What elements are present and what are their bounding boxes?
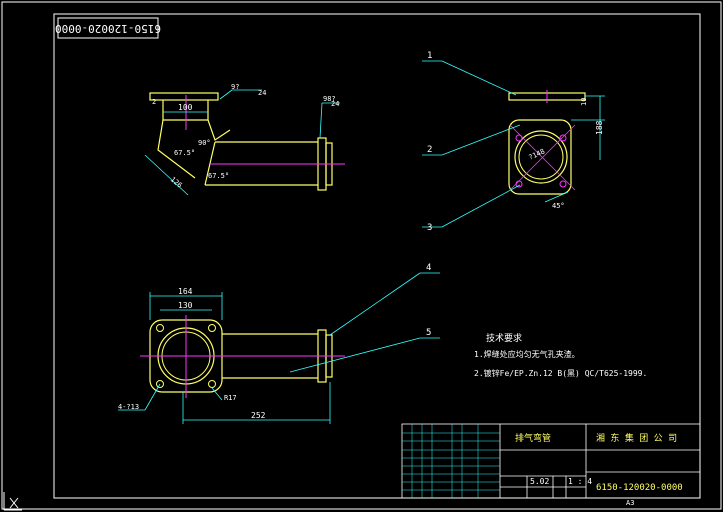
weight-value: 5.02 [530, 477, 549, 486]
dim-24b: 24 [331, 100, 339, 108]
dim-148: ?148 [527, 147, 546, 161]
view-flange: 10 188 ?148 45° [508, 90, 605, 210]
dim-24a: 24 [258, 89, 266, 97]
dim-9: 9? [231, 83, 239, 91]
tech-req-1: 1.焊缝处应均匀无气孔夹渣。 [474, 349, 580, 359]
dim-98: 98? [323, 95, 336, 103]
part-name: 排气弯管 [515, 432, 551, 444]
tech-req-2: 2.镀锌Fe/EP.Zn.12 B(黑) QC/T625-1999. [474, 368, 647, 378]
tech-req-title: 技术要求 [486, 332, 522, 344]
balloon-1: 1 [427, 51, 432, 61]
balloon-3: 3 [427, 223, 432, 233]
dim-R17: R17 [224, 394, 237, 402]
company-name: 湘 东 集 团 公 司 [596, 432, 677, 444]
balloon-4: 4 [426, 263, 431, 273]
dim-45: 45° [552, 202, 565, 210]
dim-164: 164 [178, 287, 193, 296]
leader-lines [289, 60, 521, 373]
dim-67-5-a: 67.5° [174, 149, 195, 157]
view-front-elbow: 100 2 67.5° 90° 67.5° 126 9? 24 98? 24 [144, 83, 345, 196]
view-top: 164 130 4-?13 R17 252 [118, 287, 345, 424]
dim-90: 90° [198, 139, 211, 147]
balloon-5: 5 [426, 328, 431, 338]
inner-frame [53, 13, 701, 499]
dim-4x13: 4-?13 [118, 403, 139, 411]
stamp-box: 6150-120020-0000 [55, 17, 161, 39]
ucs-icon [3, 492, 22, 511]
dim-126: 126 [169, 175, 184, 189]
dim-2: 2 [152, 98, 156, 106]
scale-value: 1 : 4 [568, 477, 592, 486]
title-block-grid [402, 424, 500, 498]
dim-252: 252 [251, 411, 266, 420]
drawing-number: 6150-120020-0000 [596, 483, 683, 493]
stamp-text: 6150-120020-0000 [55, 22, 161, 35]
dim-100: 100 [178, 103, 193, 112]
dim-188: 188 [595, 120, 604, 135]
dim-130: 130 [178, 301, 193, 310]
balloon-2: 2 [427, 145, 432, 155]
title-block [401, 423, 701, 499]
dim-67-5-b: 67.5° [208, 172, 229, 180]
tech-requirements: 技术要求 1.焊缝处应均匀无气孔夹渣。 2.镀锌Fe/EP.Zn.12 B(黑)… [474, 332, 647, 378]
dim-10: 10 [580, 98, 588, 106]
sheet-size: A3 [626, 499, 634, 507]
